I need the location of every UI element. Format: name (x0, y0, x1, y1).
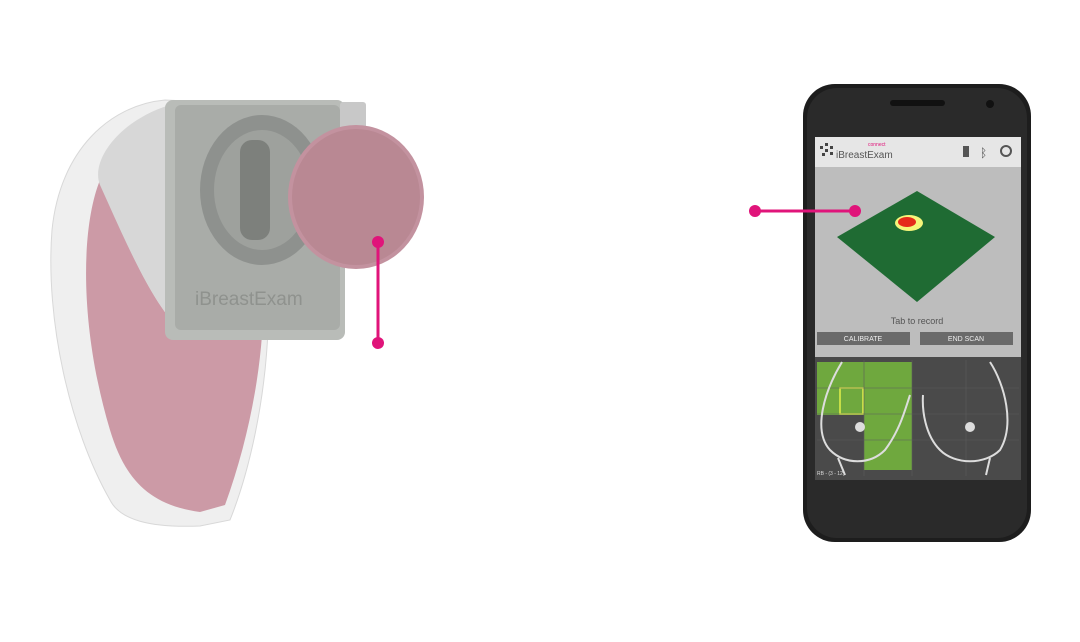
callout-dot (849, 205, 861, 217)
right-breast-outline (921, 361, 1009, 476)
calibrate-button[interactable] (817, 332, 910, 345)
phone-speaker (890, 100, 945, 106)
calibrate-button-label: CALIBRATE (844, 336, 883, 343)
app-logo-sub: connect (868, 142, 886, 148)
battery-icon (963, 146, 969, 157)
end-scan-button-label: END SCAN (948, 336, 984, 343)
phone-callout (749, 205, 861, 217)
bluetooth-icon: ᛒ (980, 146, 987, 160)
ibreastexam-device: iBreastExam (50, 99, 424, 527)
device-logo-text: iBreastExam (195, 289, 303, 310)
heatmap-plane (837, 191, 995, 302)
left-breast-outline (820, 361, 911, 476)
device-callout (372, 236, 384, 349)
sensor-connector (240, 140, 270, 240)
sync-icon[interactable] (1000, 145, 1012, 157)
app-logo-text: iBreastExam (836, 150, 893, 161)
grid-position-label: RB - (3 - 12) (817, 471, 845, 477)
phone-camera (986, 100, 994, 108)
app-logo-icon (820, 143, 833, 156)
app-header (815, 137, 1021, 167)
grid-lines (817, 360, 1019, 476)
callout-dot (372, 337, 384, 349)
record-prompt[interactable]: Tab to record (891, 316, 944, 326)
smartphone: iBreastExam connect ᛒ Tab to record CALI… (803, 84, 1031, 542)
end-scan-button[interactable] (920, 332, 1013, 345)
device-grip-panel (86, 180, 262, 512)
